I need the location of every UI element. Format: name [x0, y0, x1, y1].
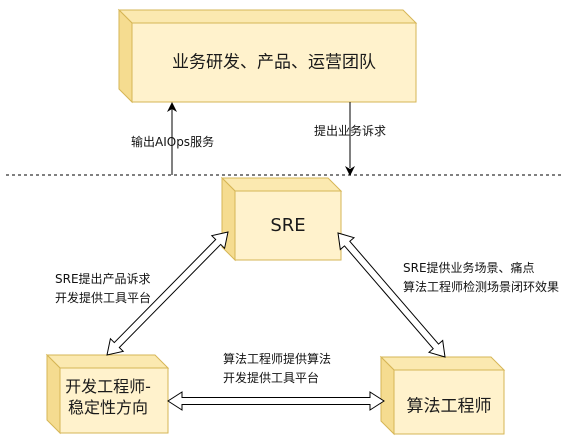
- sre-label: SRE: [270, 215, 306, 236]
- dev-algo-label-line1: 算法工程师提供算法: [223, 352, 332, 366]
- algo-engineer-box-side: [380, 355, 395, 436]
- sre-to-algo-label-line1: SRE提供业务场景、痛点: [403, 261, 535, 275]
- sre-dev-double-arrow: [106, 231, 229, 356]
- sre-to-dev-label-line2: 开发提供工具平台: [55, 291, 152, 305]
- dev-engineer-label-line1: 开发工程师-: [65, 377, 151, 396]
- business-team-label: 业务研发、产品、运营团队: [172, 52, 376, 73]
- dev-engineer-box-front: [59, 367, 169, 434]
- algo-engineer-label: 算法工程师: [406, 396, 492, 417]
- business-request-arrowhead-icon: [345, 166, 355, 176]
- dev-engineer-box-top: [45, 354, 170, 369]
- dev-engineer-box: [45, 353, 170, 435]
- sre-algo-double-arrow: [337, 232, 446, 358]
- sre-box-front: [234, 190, 342, 261]
- dev-algo-double-arrow: [167, 391, 385, 411]
- business-team-box-side: [118, 8, 133, 104]
- dev-engineer-label-line2: 稳定性方向: [67, 398, 148, 417]
- business-request-label: 提出业务诉求: [314, 124, 387, 138]
- business-team-box-front: [131, 22, 417, 103]
- algo-engineer-box: [379, 355, 506, 436]
- sre-to-dev-label-line1: SRE提出产品诉求: [55, 272, 151, 286]
- dev-engineer-label: 开发工程师- 稳定性方向: [65, 376, 151, 418]
- algo-engineer-box-top: [379, 356, 506, 371]
- sre-box-top: [220, 177, 343, 192]
- business-team-box: [117, 8, 418, 104]
- output-aiops-label: 输出AIOps服务: [131, 135, 215, 149]
- output-aiops-arrowhead-icon: [167, 102, 177, 112]
- dev-engineer-box-side: [46, 353, 61, 435]
- sre-to-algo-label-line2: 算法工程师检测场景闭环效果: [403, 280, 560, 294]
- dev-algo-label-line2: 开发提供工具平台: [223, 371, 320, 385]
- business-team-box-top: [117, 9, 418, 24]
- algo-engineer-box-front: [393, 369, 505, 435]
